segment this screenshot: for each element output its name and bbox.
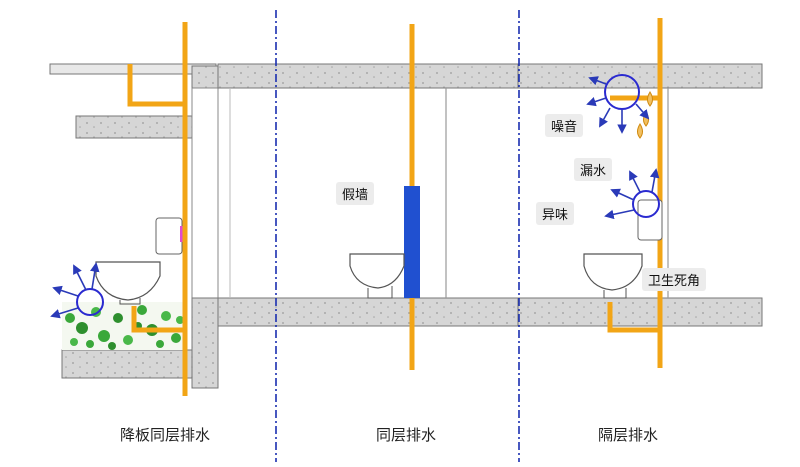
upper-slab-right	[517, 63, 763, 89]
toilet-left	[95, 217, 185, 305]
gravel-fill	[62, 302, 184, 350]
panel-same-floor	[217, 24, 519, 370]
pipes-left	[127, 22, 188, 396]
caption-same-floor: 同层排水	[375, 426, 437, 444]
odor-circle	[632, 190, 660, 218]
caption-separate-floor: 隔层排水	[597, 426, 659, 444]
label-dead-corner: 卫生死角	[642, 268, 707, 291]
upper-slab-middle	[217, 63, 519, 89]
floor-slab-right	[517, 297, 763, 327]
label-leak: 漏水	[574, 158, 613, 181]
noise-arrows	[586, 76, 650, 134]
noise-circle	[604, 74, 640, 110]
odor-arrows	[604, 168, 660, 220]
toilet-right	[583, 199, 663, 299]
upper-slab-left	[49, 63, 217, 75]
wall-column-lower	[191, 297, 219, 389]
dividers	[275, 10, 520, 462]
label-odor: 异味	[536, 202, 575, 225]
label-false-wall: 假墙	[336, 182, 375, 205]
false-wall	[404, 186, 420, 298]
floor-slab-middle	[217, 297, 519, 327]
leak-circle-left	[76, 288, 104, 316]
lowered-floor-slab	[61, 349, 193, 379]
panel-separate-floor	[517, 18, 763, 368]
upper-slab-step	[191, 65, 219, 89]
panel-lowered-slab	[49, 22, 219, 396]
toilet-middle	[349, 253, 405, 299]
label-noise: 噪音	[545, 114, 584, 137]
leak-arrows-left	[50, 262, 100, 319]
caption-lowered-slab: 降板同层排水	[119, 426, 211, 444]
